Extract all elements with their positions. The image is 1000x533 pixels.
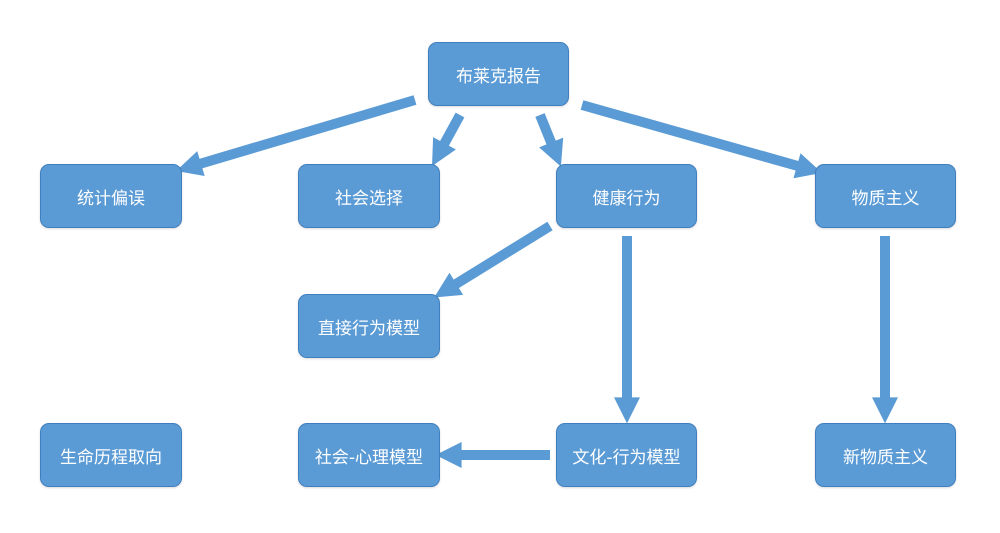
node-new-materialism: 新物质主义 [815,423,956,487]
arrow-root-to-materialism [580,100,823,179]
node-materialism: 物质主义 [815,164,956,228]
arrow-root-to-statistical-bias [176,95,417,177]
arrow-health-behavior-to-direct-behavior-model [434,221,553,298]
node-health-behavior: 健康行为 [556,164,697,228]
node-direct-behavior-model: 直接行为模型 [298,294,440,358]
arrow-root-to-social-selection [432,112,465,167]
node-statistical-bias: 统计偏误 [40,164,182,228]
node-social-psych-model: 社会-心理模型 [298,423,440,487]
node-life-course: 生命历程取向 [40,423,182,487]
node-cultural-behavior-model: 文化-行为模型 [556,423,697,487]
node-social-selection: 社会选择 [298,164,440,228]
arrow-root-to-health-behavior [535,113,564,167]
node-black-report: 布莱克报告 [428,42,569,106]
